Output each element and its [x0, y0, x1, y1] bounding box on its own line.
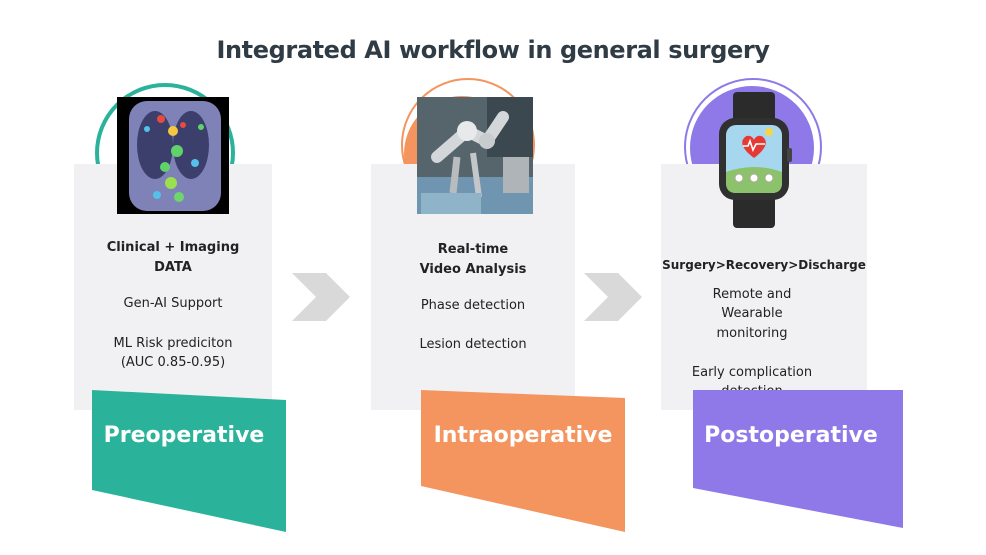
postop-banner-label: Postoperative: [704, 423, 878, 448]
intraop-heading-line2: Video Analysis: [419, 262, 527, 277]
smartwatch-image: [719, 92, 792, 228]
postop-item-line3: monitoring: [716, 326, 788, 341]
preop-item-auc: (AUC 0.85-0.95): [120, 355, 226, 370]
postop-heading: Surgery>Recovery>Discharge: [662, 258, 866, 272]
preop-item-risk: ML Risk prediciton: [113, 336, 233, 351]
surgical-robot-image: [417, 97, 533, 214]
diagram-title: Integrated AI workflow in general surger…: [216, 36, 770, 64]
intraop-heading-line1: Real-time: [437, 242, 509, 257]
preop-item-genai: Gen-AI Support: [123, 296, 223, 311]
intraop-banner-label: Intraoperative: [433, 423, 613, 448]
preop-heading-line2: DATA: [154, 260, 192, 275]
preop-heading-line1: Clinical + Imaging: [106, 240, 240, 255]
preop-banner-label: Preoperative: [103, 423, 265, 448]
postop-item-line2: Wearable: [721, 306, 783, 321]
preop-banner: [92, 390, 286, 532]
postop-item-line4: Early complication: [691, 365, 813, 380]
ct-scan-image: [117, 97, 229, 214]
intraop-item-phase: Phase detection: [420, 298, 526, 313]
intraop-banner: [421, 390, 625, 532]
chevron-right-icon-2: [584, 273, 642, 321]
chevron-right-icon: [292, 273, 350, 321]
intraop-item-lesion: Lesion detection: [419, 337, 527, 352]
postop-item-line1: Remote and: [712, 287, 792, 302]
postop-banner: [693, 390, 903, 528]
